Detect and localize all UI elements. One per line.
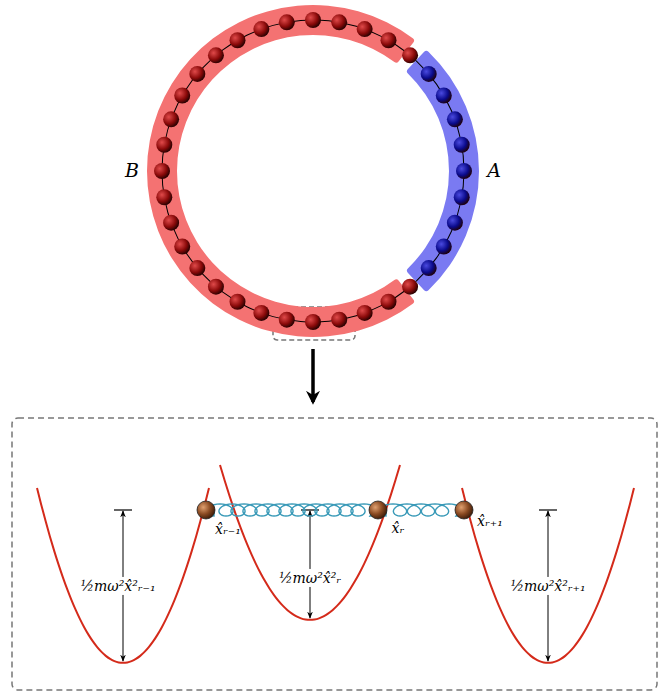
bead (331, 14, 347, 30)
bead (253, 305, 269, 321)
position-label: x̂ᵣ₋₁ (215, 521, 241, 537)
oscillator-bead (455, 501, 473, 519)
region-a-band: A (0, 0, 667, 345)
oscillator-bead (369, 501, 387, 519)
bead (436, 239, 452, 255)
energy-arrow (310, 511, 311, 618)
bead (454, 137, 470, 153)
bead (156, 189, 172, 205)
bead (331, 312, 347, 328)
zoom-arrow (311, 349, 315, 402)
bead (402, 47, 418, 63)
energy-tick (539, 509, 557, 510)
inset-box (12, 418, 657, 690)
potential-well (37, 488, 209, 663)
bead (230, 294, 246, 310)
chain-line (162, 20, 407, 323)
spring (207, 504, 377, 516)
bead (154, 163, 170, 179)
bead (174, 239, 190, 255)
bead (456, 163, 472, 179)
bead (381, 294, 397, 310)
bead (208, 47, 224, 63)
bead (421, 66, 437, 82)
bead (189, 66, 205, 82)
bead (163, 215, 179, 231)
bead (208, 279, 224, 295)
potential-well (462, 488, 634, 663)
energy-tick (114, 509, 132, 510)
bead (189, 260, 205, 276)
zoom-box (273, 307, 355, 340)
inset-illustration (37, 465, 634, 663)
position-label: x̂ᵣ₊₁ (477, 513, 503, 529)
bead (447, 111, 463, 127)
band (407, 51, 479, 291)
bead (357, 305, 373, 321)
bead (156, 137, 172, 153)
energy-label: ½mω²x̂²ᵣ (277, 569, 343, 587)
bead (357, 21, 373, 37)
band-shape (0, 0, 667, 345)
region-b-band: B (0, 0, 667, 345)
chain-line (416, 60, 465, 282)
bead (279, 14, 295, 30)
position-label: x̂ᵣ (392, 520, 405, 536)
bead (402, 279, 418, 295)
potential-well (220, 465, 400, 620)
bead (163, 111, 179, 127)
bead (421, 260, 437, 276)
region-label: B (125, 159, 139, 181)
bead (230, 32, 246, 48)
bead (279, 312, 295, 328)
energy-label: ½mω²x̂²ᵣ₊₁ (508, 577, 587, 595)
bead (454, 189, 470, 205)
spring (379, 504, 462, 516)
bead (436, 88, 452, 104)
bead (253, 21, 269, 37)
energy-label: ½mω²x̂²ᵣ₋₁ (78, 577, 157, 595)
band-shape (0, 0, 667, 345)
bead (305, 314, 321, 330)
bead (174, 88, 190, 104)
region-label: A (487, 159, 501, 181)
bead (447, 215, 463, 231)
oscillator-bead (197, 501, 215, 519)
bead (381, 32, 397, 48)
ring-chain (162, 20, 464, 322)
bead (305, 12, 321, 28)
band (147, 5, 414, 337)
